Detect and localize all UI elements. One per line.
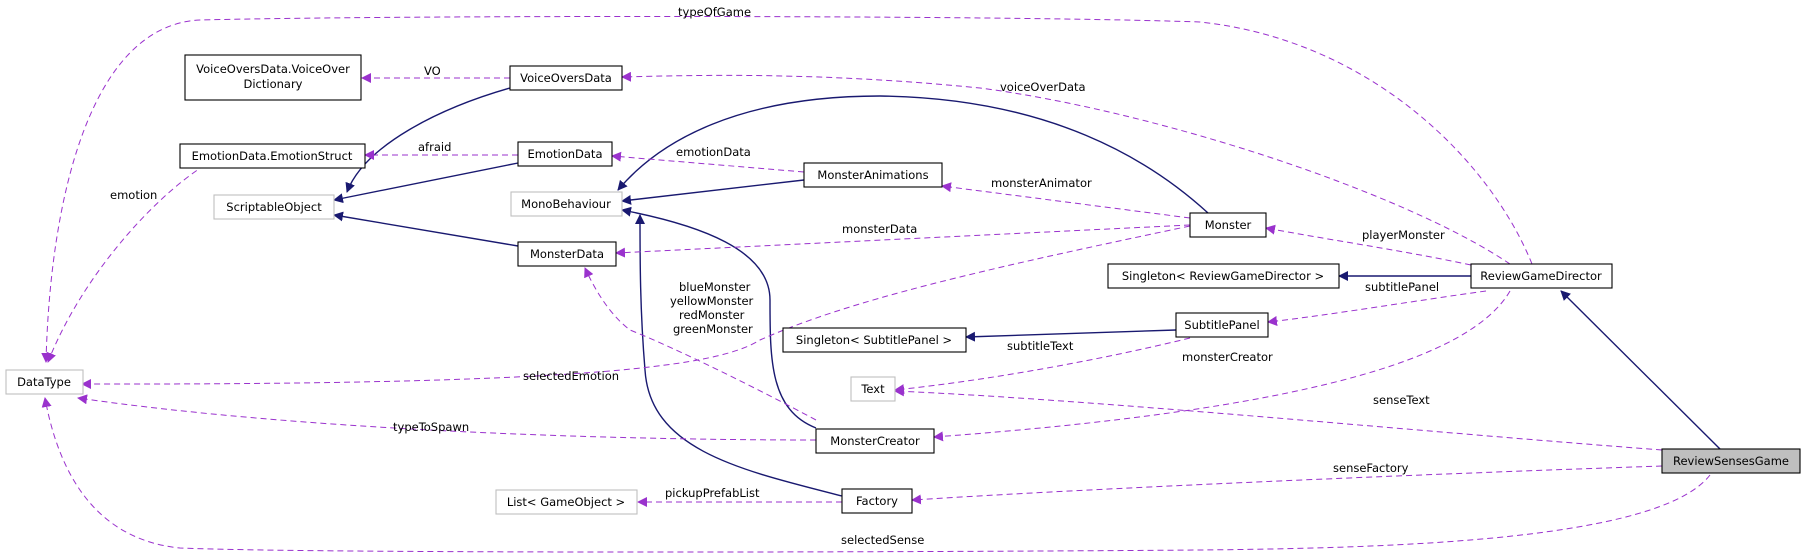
- edge-monsteranimator: [941, 182, 1191, 219]
- node-mono-behaviour[interactable]: MonoBehaviour: [510, 191, 623, 217]
- label-emotion: emotion: [110, 188, 157, 202]
- node-monster-data-label: MonsterData: [530, 247, 604, 261]
- edge-emotiondata: [611, 151, 805, 173]
- edge-monster-roles: [584, 267, 817, 421]
- node-list-gameobject-label: List< GameObject >: [507, 495, 625, 509]
- label-player-monster: playerMonster: [1362, 228, 1445, 242]
- label-subtitle-text: subtitleText: [1007, 339, 1074, 353]
- node-scriptable-object[interactable]: ScriptableObject: [213, 194, 335, 220]
- edge-factory-to-monobehaviour: [635, 214, 843, 497]
- node-subtitle-panel[interactable]: SubtitlePanel: [1175, 312, 1269, 338]
- node-text[interactable]: Text: [850, 376, 896, 402]
- label-vo: VO: [424, 64, 441, 78]
- label-sense-text: senseText: [1373, 393, 1430, 407]
- node-review-senses-game-label: ReviewSensesGame: [1673, 454, 1789, 468]
- node-scriptable-object-label: ScriptableObject: [226, 200, 322, 214]
- edge-emotiondata-to-scriptableobject: [333, 162, 519, 204]
- node-data-type-label: DataType: [17, 375, 71, 389]
- node-review-game-director-label: ReviewGameDirector: [1480, 269, 1602, 283]
- edge-subtitletext: [894, 337, 1191, 395]
- edge-selectedsense: [41, 397, 1711, 553]
- node-data-type[interactable]: DataType: [5, 369, 84, 395]
- edge-monsteranimations-to-monobehaviour: [621, 179, 805, 205]
- node-monster-creator[interactable]: MonsterCreator: [815, 428, 935, 454]
- node-list-gameobject[interactable]: List< GameObject >: [495, 489, 638, 515]
- edge-emotion: [46, 164, 206, 363]
- edge-monstercreator-to-monobehaviour: [621, 206, 817, 429]
- label-selected-sense: selectedSense: [841, 533, 924, 547]
- label-subtitle-panel: subtitlePanel: [1365, 280, 1439, 294]
- label-monster-animator: monsterAnimator: [991, 176, 1092, 190]
- label-blue-monster: blueMonster: [679, 280, 751, 294]
- node-voiceover-dictionary[interactable]: VoiceOversData.VoiceOver Dictionary: [184, 54, 362, 101]
- node-subtitle-panel-label: SubtitlePanel: [1184, 318, 1259, 332]
- edge-subtitlepanel: [1267, 290, 1487, 326]
- edge-sensefactory: [911, 465, 1663, 505]
- edge-reviewsensesgame-to-reviewgamedirector: [1560, 290, 1721, 450]
- edge-voiceoversdata-to-scriptableobject: [345, 87, 511, 193]
- nodes: VoiceOversData.VoiceOver Dictionary Voic…: [5, 54, 1801, 515]
- label-pickup-prefab-list: pickupPrefabList: [665, 486, 760, 500]
- label-type-of-game: typeOfGame: [678, 5, 751, 19]
- label-green-monster: greenMonster: [673, 322, 753, 336]
- node-emotion-data-label: EmotionData: [528, 147, 603, 161]
- label-afraid: afraid: [418, 140, 451, 154]
- edge-labels: typeOfGame VO voiceOverData afraid emoti…: [110, 5, 1445, 547]
- node-emotion-struct-label: EmotionData.EmotionStruct: [192, 149, 353, 163]
- node-monster-animations[interactable]: MonsterAnimations: [803, 162, 943, 188]
- node-singleton-review-game-director-label: Singleton< ReviewGameDirector >: [1122, 269, 1324, 283]
- edges: [41, 15, 1721, 553]
- node-factory[interactable]: Factory: [841, 488, 913, 514]
- node-monster-creator-label: MonsterCreator: [830, 434, 920, 448]
- label-type-to-spawn: typeToSpawn: [393, 420, 469, 434]
- edge-monstercreator: [933, 290, 1511, 442]
- node-monster-data[interactable]: MonsterData: [517, 241, 617, 267]
- node-voiceover-dictionary-line2: Dictionary: [244, 77, 303, 91]
- node-review-game-director[interactable]: ReviewGameDirector: [1470, 263, 1613, 289]
- node-singleton-review-game-director[interactable]: Singleton< ReviewGameDirector >: [1107, 263, 1340, 289]
- label-monster-data: monsterData: [842, 222, 917, 236]
- node-monster[interactable]: Monster: [1189, 212, 1267, 238]
- label-red-monster: redMonster: [679, 308, 745, 322]
- edge-monsterdata-to-scriptableobject: [333, 211, 519, 247]
- label-voice-over-data: voiceOverData: [1000, 80, 1086, 94]
- node-singleton-subtitle-panel[interactable]: Singleton< SubtitlePanel >: [782, 327, 967, 353]
- node-voiceovers-data[interactable]: VoiceOversData: [509, 65, 623, 91]
- node-text-label: Text: [860, 382, 885, 396]
- edge-monsterdata: [615, 224, 1191, 258]
- label-selected-emotion: selectedEmotion: [523, 369, 619, 383]
- edge-monster-to-monobehaviour: [617, 95, 1209, 214]
- node-voiceovers-data-label: VoiceOversData: [520, 71, 612, 85]
- node-monster-label: Monster: [1205, 218, 1252, 232]
- label-emotion-data: emotionData: [676, 145, 751, 159]
- node-review-senses-game[interactable]: ReviewSensesGame: [1661, 448, 1801, 474]
- edge-sensetext: [894, 386, 1663, 451]
- node-factory-label: Factory: [856, 494, 898, 508]
- label-sense-factory: senseFactory: [1333, 461, 1409, 475]
- node-emotion-data[interactable]: EmotionData: [517, 141, 613, 167]
- edge-subtitlepanel-to-singleton: [965, 329, 1177, 342]
- node-singleton-subtitle-panel-label: Singleton< SubtitlePanel >: [796, 333, 952, 347]
- label-monster-creator: monsterCreator: [1182, 350, 1273, 364]
- node-monster-animations-label: MonsterAnimations: [817, 168, 928, 182]
- edge-playermonster: [1265, 224, 1472, 266]
- edge-typeofgame: [41, 15, 1533, 363]
- label-yellow-monster: yellowMonster: [670, 294, 754, 308]
- node-voiceover-dictionary-line1: VoiceOversData.VoiceOver: [196, 62, 350, 76]
- node-mono-behaviour-label: MonoBehaviour: [521, 197, 611, 211]
- edge-selectedemotion: [81, 225, 1191, 390]
- node-emotion-struct[interactable]: EmotionData.EmotionStruct: [179, 143, 366, 169]
